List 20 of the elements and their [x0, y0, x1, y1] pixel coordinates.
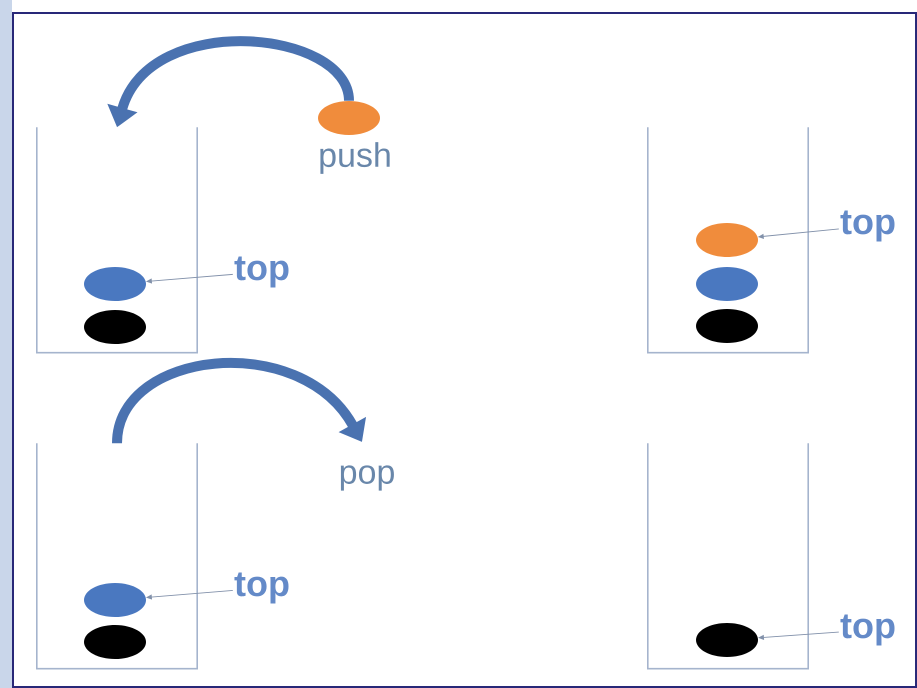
disc: [84, 583, 146, 617]
stack-container: [36, 127, 198, 354]
operation-label: push: [320, 142, 390, 174]
disc: [318, 101, 380, 135]
pointer-label: top: [234, 256, 289, 288]
disc: [696, 223, 758, 257]
pointer-label: top: [840, 210, 895, 242]
pointer-label: top: [234, 572, 289, 604]
edge-label: pop: [338, 464, 396, 492]
disc: [696, 309, 758, 343]
disc: [696, 267, 758, 301]
disc: [696, 623, 758, 657]
stack-container: [647, 127, 810, 354]
stack-container: [647, 443, 810, 670]
disc: [84, 267, 146, 301]
disc: [84, 310, 146, 344]
pointer-label: top: [840, 614, 895, 646]
curved-arrow: [112, 358, 366, 444]
stack-container: [36, 443, 198, 670]
disc: [84, 625, 146, 659]
